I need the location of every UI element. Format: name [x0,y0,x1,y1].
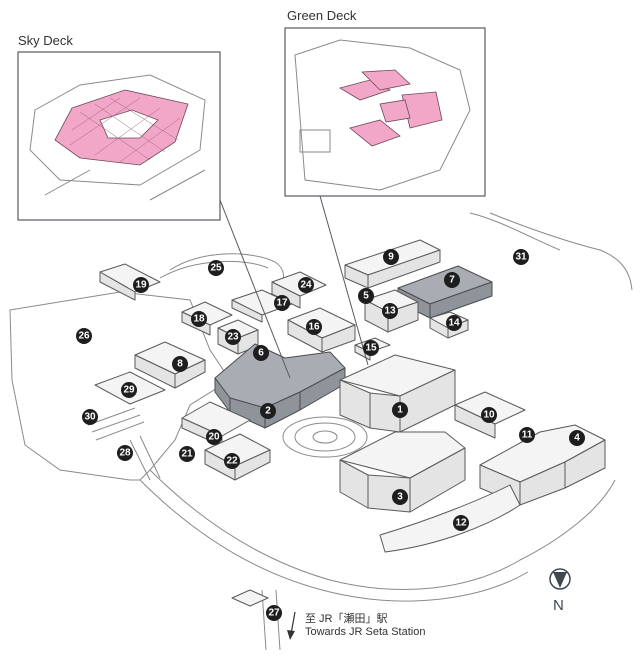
svg-text:31: 31 [515,252,527,263]
svg-text:22: 22 [226,456,238,467]
svg-text:28: 28 [119,448,131,459]
badge-building-11[interactable]: 11 [519,427,535,443]
svg-text:9: 9 [388,252,394,263]
badge-building-28[interactable]: 28 [117,445,133,461]
svg-text:21: 21 [181,449,193,460]
svg-text:15: 15 [365,343,377,354]
badge-building-9[interactable]: 9 [383,249,399,265]
svg-text:19: 19 [135,280,147,291]
sky-deck-inset [17,51,291,379]
svg-text:8: 8 [177,359,183,370]
badge-building-25[interactable]: 25 [208,260,224,276]
svg-text:10: 10 [483,410,495,421]
badge-building-5[interactable]: 5 [358,288,374,304]
badge-building-24[interactable]: 24 [298,277,314,293]
badge-building-1[interactable]: 1 [392,402,408,418]
badge-building-20[interactable]: 20 [206,429,222,445]
badge-building-2[interactable]: 2 [260,403,276,419]
svg-text:4: 4 [574,433,580,444]
badge-building-10[interactable]: 10 [481,407,497,423]
svg-text:17: 17 [276,298,288,309]
green-deck-label: Green Deck [287,8,357,23]
svg-text:1: 1 [397,405,403,416]
badge-building-15[interactable]: 15 [363,340,379,356]
north-arrow-icon [549,568,571,590]
badge-building-13[interactable]: 13 [382,303,398,319]
badge-building-31[interactable]: 31 [513,249,529,265]
svg-text:23: 23 [227,332,239,343]
badge-building-21[interactable]: 21 [179,446,195,462]
badge-building-23[interactable]: 23 [225,329,241,345]
green-deck-inset [284,27,486,366]
building-badges: 1 2 3 4 5 6 7 8 9 10 11 12 13 14 15 16 1… [76,249,585,621]
svg-text:16: 16 [308,322,320,333]
svg-text:7: 7 [449,275,455,286]
svg-text:26: 26 [78,331,90,342]
svg-text:3: 3 [397,492,403,503]
svg-text:6: 6 [258,348,264,359]
badge-building-14[interactable]: 14 [446,315,462,331]
badge-building-6[interactable]: 6 [253,345,269,361]
svg-text:25: 25 [210,263,222,274]
circular-plaza [282,416,368,458]
badge-building-12[interactable]: 12 [453,515,469,531]
svg-text:5: 5 [363,291,369,302]
svg-text:24: 24 [300,280,312,291]
badge-building-3[interactable]: 3 [392,489,408,505]
svg-text:2: 2 [265,406,271,417]
badge-building-7[interactable]: 7 [444,272,460,288]
badge-building-17[interactable]: 17 [274,295,290,311]
badge-building-18[interactable]: 18 [191,311,207,327]
badge-building-4[interactable]: 4 [569,430,585,446]
sky-deck-label: Sky Deck [18,33,73,48]
north-label: N [553,597,564,614]
badge-building-30[interactable]: 30 [82,409,98,425]
svg-text:29: 29 [123,385,135,396]
green-deck-highlight [338,69,443,147]
svg-text:12: 12 [455,518,467,529]
badge-building-29[interactable]: 29 [121,382,137,398]
station-direction-jp: 至 JR「瀬田」駅 [305,613,388,625]
station-direction-en: Towards JR Seta Station [305,626,426,638]
svg-text:30: 30 [84,412,96,423]
badge-building-27[interactable]: 27 [266,605,282,621]
badge-building-22[interactable]: 22 [224,453,240,469]
svg-text:20: 20 [208,432,220,443]
badge-building-8[interactable]: 8 [172,356,188,372]
down-arrow-icon [287,611,296,640]
sky-deck-context [29,74,206,201]
green-deck-context [294,39,471,191]
svg-text:11: 11 [522,430,533,441]
svg-text:13: 13 [384,306,396,317]
svg-text:18: 18 [193,314,205,325]
sky-deck-highlight [54,89,189,166]
badge-building-16[interactable]: 16 [306,319,322,335]
svg-text:27: 27 [268,608,280,619]
badge-building-19[interactable]: 19 [133,277,149,293]
badge-building-26[interactable]: 26 [76,328,92,344]
buildings [87,239,606,607]
svg-text:14: 14 [448,318,460,329]
